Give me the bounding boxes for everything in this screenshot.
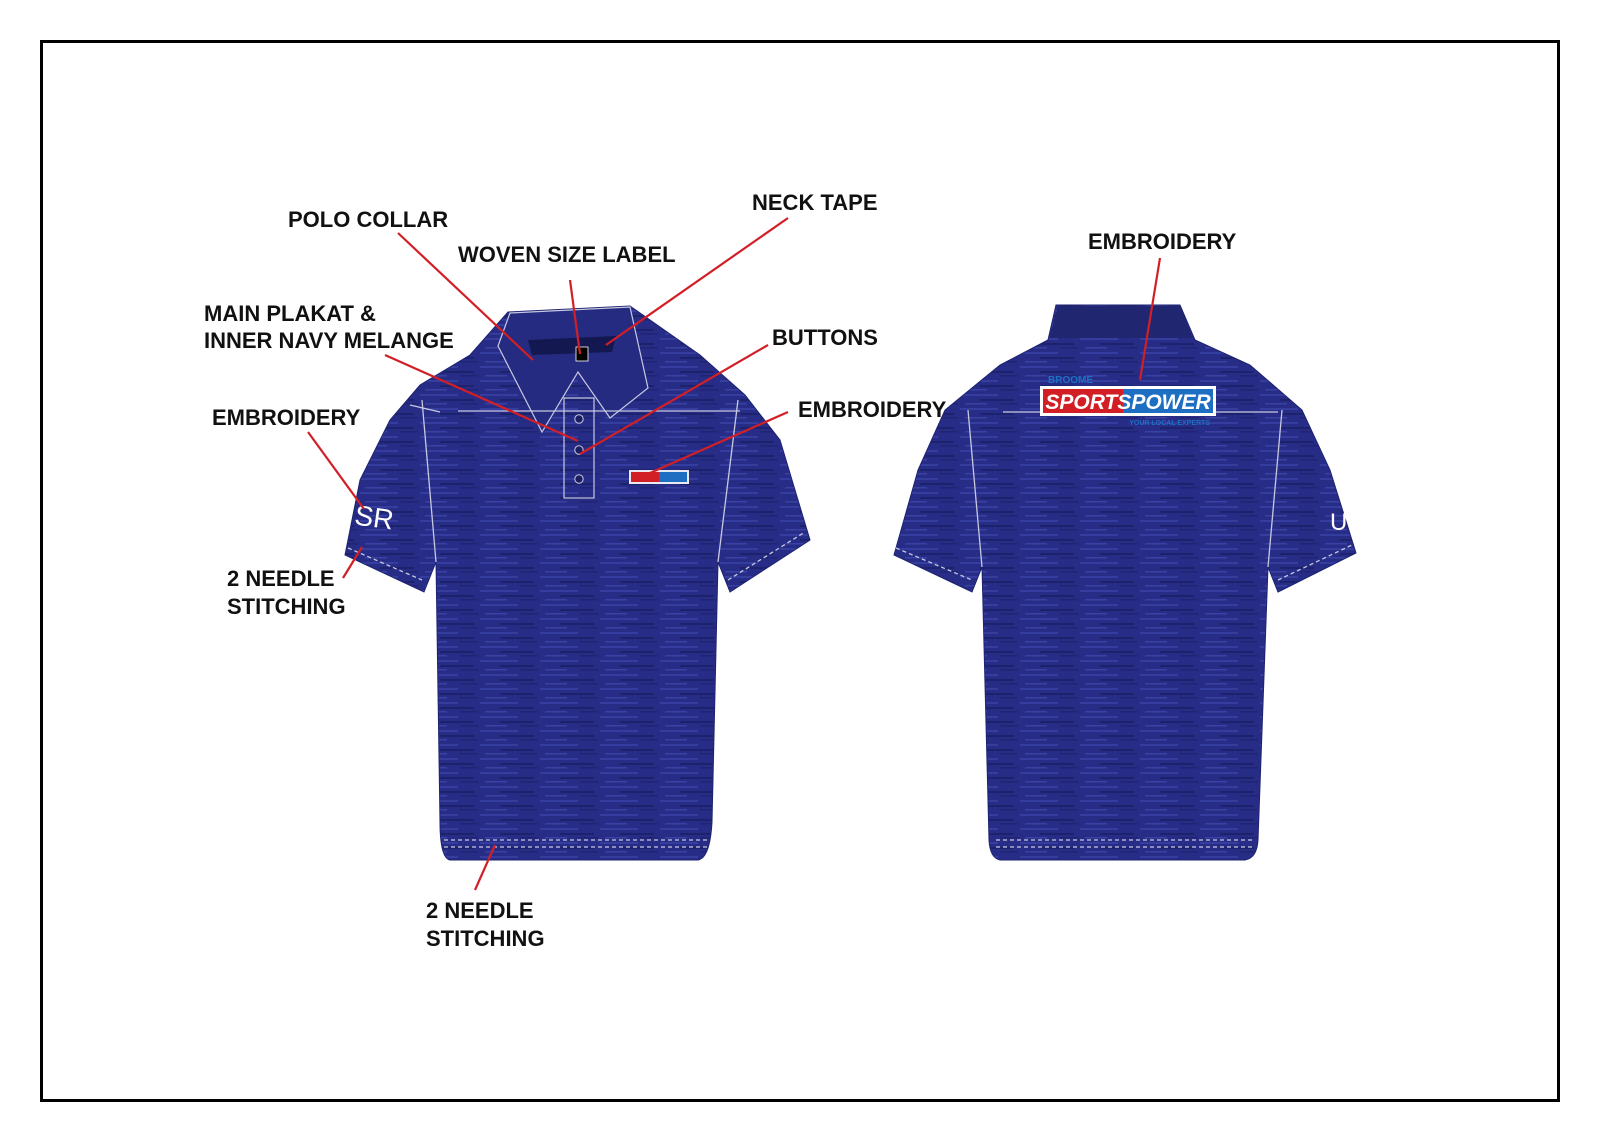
hem-stitch-leader bbox=[473, 844, 497, 891]
polo-collar-leader bbox=[397, 232, 534, 361]
neck-band bbox=[528, 336, 616, 355]
leader-lines bbox=[307, 217, 1162, 891]
front-sleeve-logo: SR bbox=[353, 499, 396, 535]
back-embroidery-leader bbox=[1138, 257, 1162, 381]
button bbox=[574, 414, 584, 424]
main-placket bbox=[563, 397, 595, 499]
woven-size-label bbox=[575, 346, 589, 362]
back-embroidery-logo: BROOME SPORTSPOWER YOUR LOCAL EXPERTS bbox=[1040, 375, 1216, 427]
label-main-plakat-line1: MAIN PLAKAT & bbox=[204, 301, 376, 326]
label-hem-stitch-line2: STITCHING bbox=[426, 926, 545, 951]
neck-tape-leader bbox=[605, 217, 789, 346]
back-logo-top: BROOME bbox=[1048, 375, 1093, 386]
sleeve-stitch-leader bbox=[342, 546, 363, 579]
label-sleeve-stitch-line2: STITCHING bbox=[227, 594, 346, 619]
button bbox=[574, 474, 584, 484]
back-shirt-body bbox=[893, 304, 1357, 861]
label-sleeve-stitch-line1: 2 NEEDLE bbox=[227, 566, 335, 591]
label-sleeve-embroidery: EMBROIDERY bbox=[212, 405, 361, 430]
back-sleeve-logo: U bbox=[1330, 509, 1347, 536]
label-neck-tape: NECK TAPE bbox=[752, 190, 878, 215]
back-logo-tagline: YOUR LOCAL EXPERTS bbox=[1129, 420, 1210, 427]
front-shirt: SR bbox=[344, 305, 811, 861]
back-shirt: BROOME SPORTSPOWER YOUR LOCAL EXPERTS U bbox=[893, 304, 1357, 861]
label-chest-embroidery: EMBROIDERY bbox=[798, 397, 947, 422]
callout-labels: POLO COLLAR WOVEN SIZE LABEL NECK TAPE M… bbox=[204, 190, 1237, 951]
label-polo-collar: POLO COLLAR bbox=[288, 207, 448, 232]
label-main-plakat-line2: INNER NAVY MELANGE bbox=[204, 328, 454, 353]
woven-size-label-leader bbox=[568, 279, 582, 355]
sleeve-embroidery-leader bbox=[307, 431, 365, 510]
chest-embroidery-logo bbox=[629, 470, 689, 484]
label-hem-stitch-line1: 2 NEEDLE bbox=[426, 898, 534, 923]
drawing-frame bbox=[40, 40, 1560, 1102]
front-shirt-body bbox=[344, 305, 811, 861]
chest-embroidery-leader bbox=[649, 410, 789, 475]
label-woven-size-label: WOVEN SIZE LABEL bbox=[458, 242, 676, 267]
back-collar bbox=[1050, 306, 1192, 338]
buttons-leader bbox=[579, 344, 769, 455]
main-plakat-leader bbox=[384, 353, 579, 443]
label-buttons: BUTTONS bbox=[772, 325, 878, 350]
label-back-embroidery: EMBROIDERY bbox=[1088, 229, 1237, 254]
back-logo-main: SPORTSPOWER bbox=[1045, 391, 1211, 414]
